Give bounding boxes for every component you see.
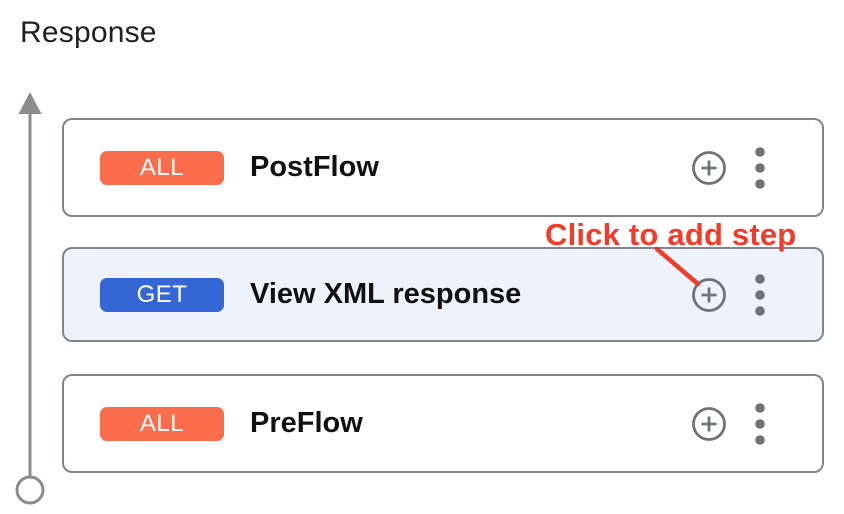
flow-direction-arrowhead-icon xyxy=(18,92,42,114)
card-actions xyxy=(691,144,822,192)
kebab-menu-icon xyxy=(755,146,765,189)
add-step-button[interactable] xyxy=(691,150,727,186)
plus-circle-icon xyxy=(692,406,726,441)
flow-card-label: PostFlow xyxy=(250,151,379,183)
add-step-button[interactable] xyxy=(691,277,727,313)
more-options-button[interactable] xyxy=(754,400,766,448)
plus-circle-icon xyxy=(692,277,726,312)
method-badge: ALL xyxy=(100,150,224,185)
annotation-label: Click to add step xyxy=(545,217,797,252)
kebab-menu-icon xyxy=(755,273,765,316)
flow-card-label: View XML response xyxy=(250,278,522,310)
flow-card-view-xml-response[interactable]: GET View XML response xyxy=(62,247,824,342)
kebab-menu-icon xyxy=(755,402,765,445)
flow-card-preflow[interactable]: ALL PreFlow xyxy=(62,374,824,473)
card-actions xyxy=(691,271,822,319)
add-step-button[interactable] xyxy=(691,406,727,442)
page-title: Response xyxy=(20,16,157,49)
method-badge: ALL xyxy=(100,406,224,441)
plus-circle-icon xyxy=(692,150,726,185)
flow-card-postflow[interactable]: ALL PostFlow xyxy=(62,118,824,217)
card-actions xyxy=(691,400,822,448)
flow-start-circle-icon xyxy=(15,475,45,505)
more-options-button[interactable] xyxy=(754,271,766,319)
flow-card-label: PreFlow xyxy=(250,407,363,439)
method-badge: GET xyxy=(100,277,224,312)
more-options-button[interactable] xyxy=(754,144,766,192)
